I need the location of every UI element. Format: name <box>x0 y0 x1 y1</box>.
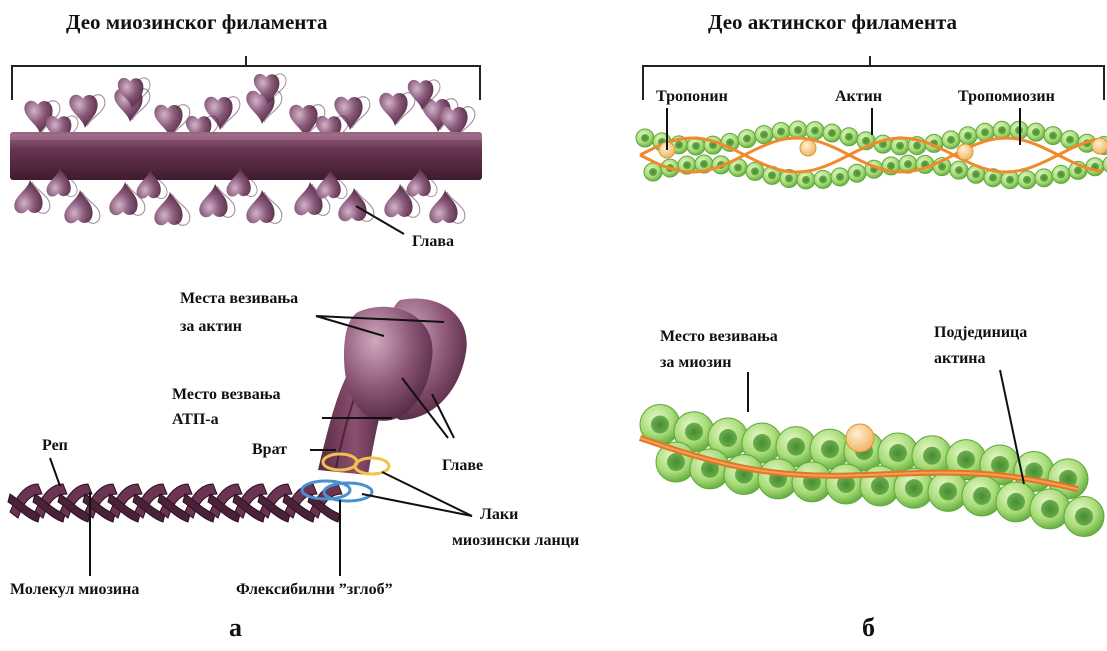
actin-subunit <box>797 171 815 189</box>
actin-binding-label-2: за актин <box>180 317 242 336</box>
myosin-head-icon <box>154 192 190 225</box>
hinge-label: Флексибилни ”зглоб” <box>236 580 393 599</box>
actin-filament-closeup <box>640 404 1104 536</box>
actin-subunit <box>1052 165 1070 183</box>
myosin-head-icon <box>14 180 50 213</box>
troponin-complex <box>800 140 816 156</box>
myosin-head-icon <box>379 93 415 126</box>
troponin-complex <box>1092 138 1107 154</box>
actin-subunit <box>959 127 977 145</box>
myosin-tail <box>8 484 342 522</box>
actin-subunit <box>996 482 1036 522</box>
actin-subunit <box>831 168 849 186</box>
light-chains-label-2: миозински ланци <box>452 531 579 550</box>
actin-subunit <box>755 126 773 144</box>
actin-subunit <box>848 164 866 182</box>
actin-subunit <box>1030 489 1070 529</box>
troponin-complex <box>957 144 973 160</box>
actin-subunit <box>789 121 807 139</box>
actin-subunit <box>1018 171 1036 189</box>
actin-binding-label-1: Места везивања <box>180 289 298 308</box>
myosin-head-icon <box>338 188 374 221</box>
myosin-binding-label-2: за миозин <box>660 353 731 372</box>
myosin-binding-label-1: Место везивања <box>660 327 778 346</box>
panel-b-label: б <box>862 614 875 642</box>
troponin-closeup <box>846 424 874 452</box>
myosin-head-icon <box>69 95 105 128</box>
actin-subunit <box>942 131 960 149</box>
actin-subunit <box>928 471 968 511</box>
actin-subunit <box>814 170 832 188</box>
actin-subunit <box>738 130 756 148</box>
actin-subunit-label-2: актина <box>934 349 986 368</box>
actin-subunit <box>840 128 858 146</box>
heads-label: Главе <box>442 456 483 475</box>
actin-subunit <box>1044 127 1062 145</box>
panel-a-label: а <box>229 614 242 642</box>
actin-subunit <box>806 122 824 140</box>
actin-subunit <box>962 476 1002 516</box>
myosin-head-icon <box>64 190 100 223</box>
actin-subunit <box>993 121 1011 139</box>
actin-subunit <box>950 161 968 179</box>
myosin-head-icon <box>246 190 282 223</box>
actin-subunit-label-1: Подјединица <box>934 323 1027 342</box>
neck-label: Врат <box>252 440 287 459</box>
actin-label: Актин <box>835 87 882 106</box>
tail-label: Реп <box>42 436 68 455</box>
actin-subunit <box>1064 497 1104 537</box>
actin-subunit <box>1027 123 1045 141</box>
actin-subunit <box>636 129 654 147</box>
myosin-filament-title: Део миозинског филамента <box>66 10 327 34</box>
atp-binding-label-1: Место везвања <box>172 385 281 404</box>
myosin-molecule-label: Молекул миозина <box>10 580 139 599</box>
actin-subunit <box>746 162 764 180</box>
tropomyosin-label: Тропомиозин <box>958 87 1055 106</box>
actin-subunit <box>1035 169 1053 187</box>
light-chains-label-1: Лаки <box>480 505 518 524</box>
troponin-label: Тропонин <box>656 87 728 106</box>
atp-binding-label-2: АТП-а <box>172 410 219 429</box>
actin-subunit <box>823 124 841 142</box>
head-label: Глава <box>412 232 454 251</box>
actin-subunit <box>1001 171 1019 189</box>
actin-subunit <box>1086 158 1104 176</box>
actin-filament-title: Део актинског филамента <box>708 10 957 34</box>
